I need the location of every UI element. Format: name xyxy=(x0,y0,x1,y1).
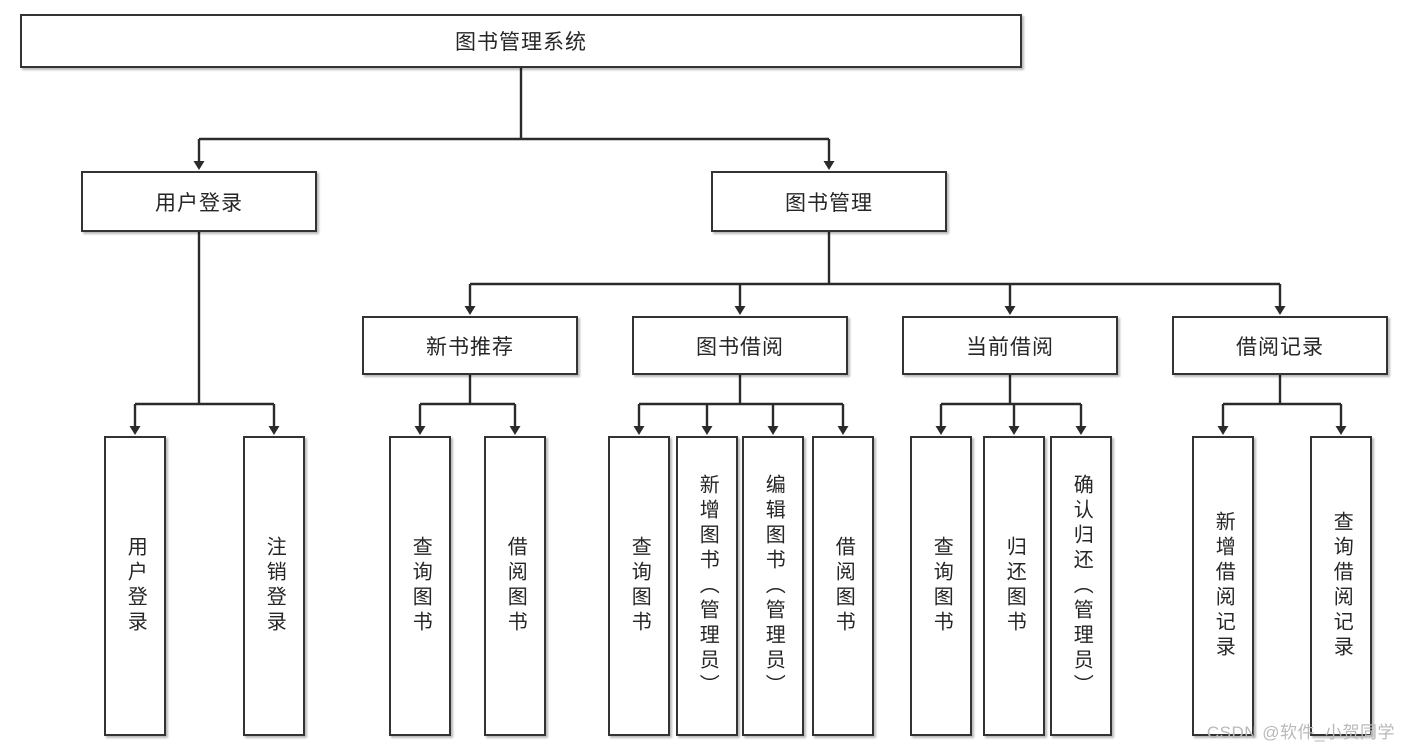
node-records[interactable]: 借阅记录 xyxy=(1172,316,1388,375)
node-label-leaf5: 查询图书 xyxy=(628,536,651,636)
node-current[interactable]: 当前借阅 xyxy=(902,316,1118,375)
node-label-leaf13: 查询借阅记录 xyxy=(1330,511,1353,661)
node-label-bookmgmt: 图书管理 xyxy=(785,191,873,215)
node-label-leaf3: 查询图书 xyxy=(409,536,432,636)
watermark-credit: CSDN @软件_小贺同学 xyxy=(1206,723,1395,742)
node-label-leaf1: 用户登录 xyxy=(124,536,147,636)
node-leaf2[interactable]: 注销登录 xyxy=(243,436,305,736)
node-borrow[interactable]: 图书借阅 xyxy=(632,316,848,375)
node-leaf11[interactable]: 确认归还（管理员） xyxy=(1050,436,1112,736)
node-newbook[interactable]: 新书推荐 xyxy=(362,316,578,375)
node-label-leaf12: 新增借阅记录 xyxy=(1212,511,1235,661)
node-label-leaf2: 注销登录 xyxy=(263,536,286,636)
node-label-borrow: 图书借阅 xyxy=(696,335,784,359)
node-leaf12[interactable]: 新增借阅记录 xyxy=(1192,436,1254,736)
node-bookmgmt[interactable]: 图书管理 xyxy=(711,171,947,232)
node-leaf13[interactable]: 查询借阅记录 xyxy=(1310,436,1372,736)
node-label-records: 借阅记录 xyxy=(1236,335,1324,359)
node-label-leaf11: 确认归还（管理员） xyxy=(1070,473,1093,699)
node-leaf8[interactable]: 借阅图书 xyxy=(812,436,874,736)
node-label-leaf6: 新增图书（管理员） xyxy=(696,473,719,699)
node-label-login: 用户登录 xyxy=(155,191,243,215)
node-leaf7[interactable]: 编辑图书（管理员） xyxy=(742,436,804,736)
node-leaf4[interactable]: 借阅图书 xyxy=(484,436,546,736)
node-login[interactable]: 用户登录 xyxy=(81,171,317,232)
node-label-leaf10: 归还图书 xyxy=(1003,536,1026,636)
node-label-leaf9: 查询图书 xyxy=(930,536,953,636)
node-label-current: 当前借阅 xyxy=(966,335,1054,359)
node-label-root: 图书管理系统 xyxy=(455,31,587,54)
node-label-leaf8: 借阅图书 xyxy=(832,536,855,636)
node-label-leaf4: 借阅图书 xyxy=(504,536,527,636)
node-leaf3[interactable]: 查询图书 xyxy=(389,436,451,736)
node-leaf10[interactable]: 归还图书 xyxy=(983,436,1045,736)
node-leaf6[interactable]: 新增图书（管理员） xyxy=(676,436,738,736)
node-leaf9[interactable]: 查询图书 xyxy=(910,436,972,736)
node-leaf1[interactable]: 用户登录 xyxy=(104,436,166,736)
node-label-leaf7: 编辑图书（管理员） xyxy=(762,473,785,699)
node-label-newbook: 新书推荐 xyxy=(426,335,514,359)
node-root[interactable]: 图书管理系统 xyxy=(20,14,1022,68)
node-leaf5[interactable]: 查询图书 xyxy=(608,436,670,736)
